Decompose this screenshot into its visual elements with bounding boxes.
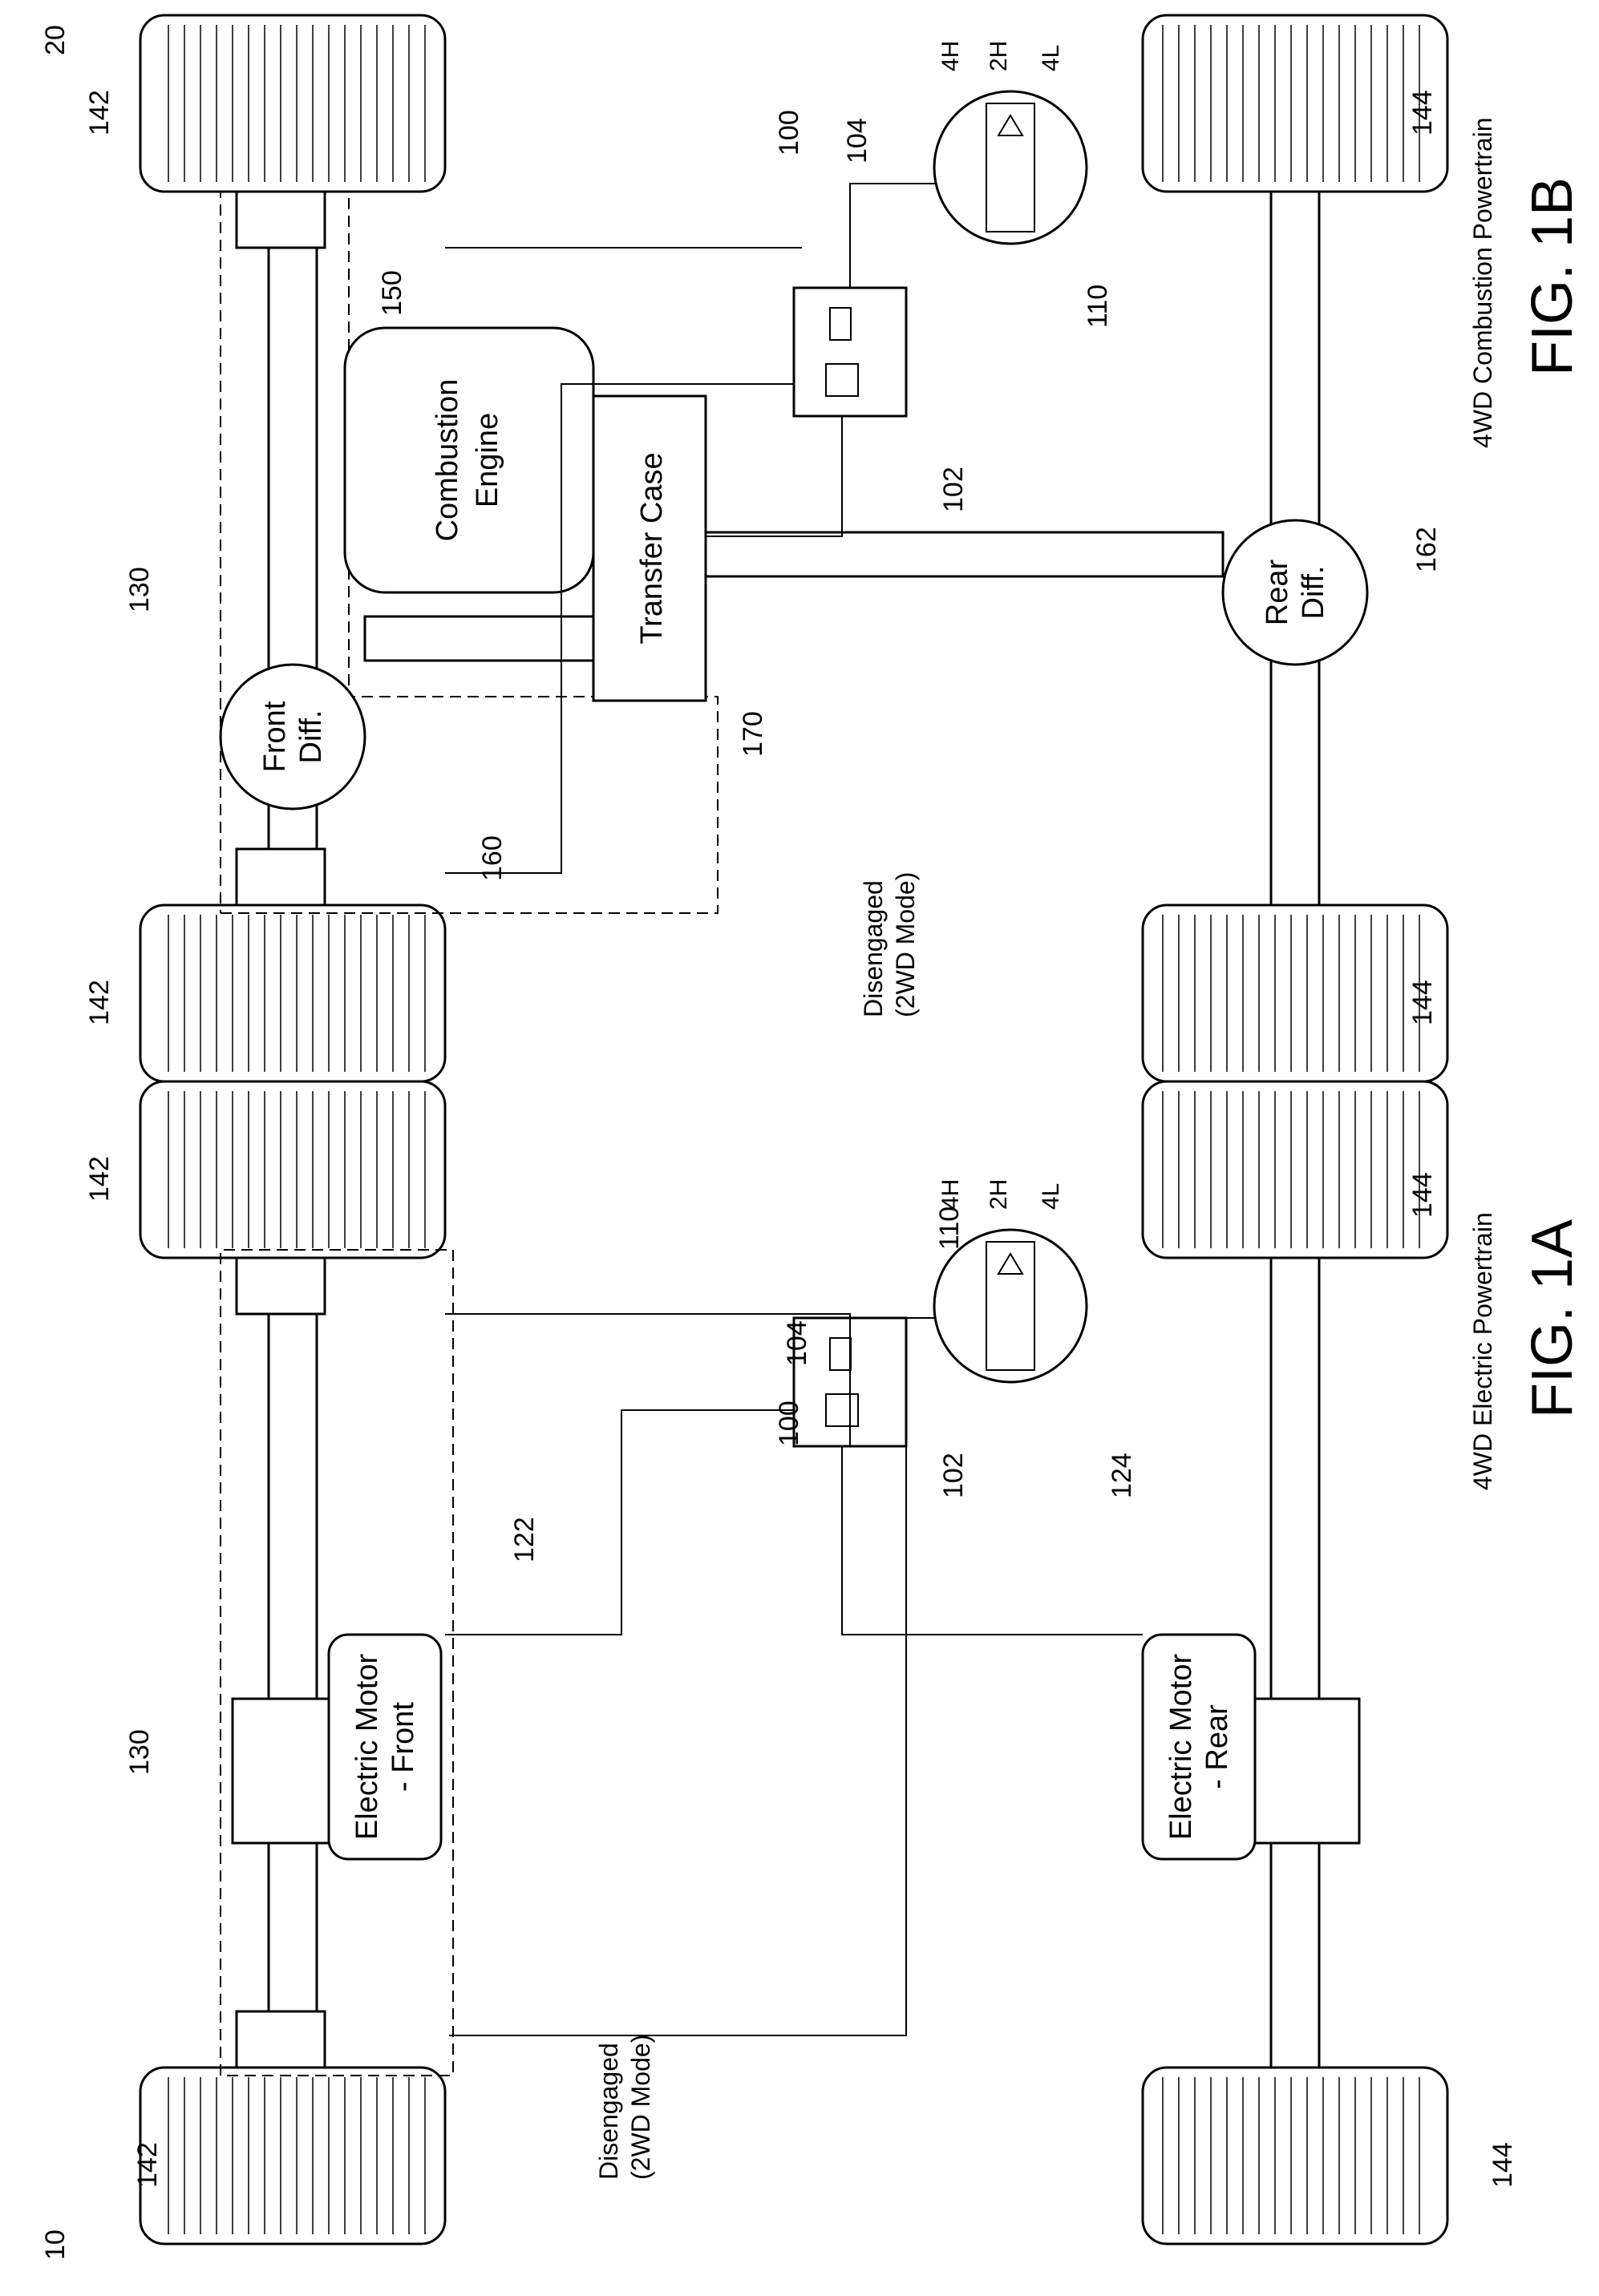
front-differential-1b: Front Diff. (221, 665, 365, 809)
rear-wheel-right-1b (1143, 15, 1447, 192)
ref-processor-1a: 102 (938, 1453, 969, 1498)
disengaged-line1-1a: Disengaged (594, 2043, 623, 2180)
front-motor-line1: Electric Motor (350, 1654, 384, 1841)
ref-system-1b: 20 (40, 25, 71, 55)
caption-1b: 4WD Combustion Powertrain (1468, 117, 1497, 448)
front-wheel-left-1a (140, 2068, 445, 2244)
front-axle-1a (269, 1258, 317, 2068)
disengaged-line1-1b: Disengaged (859, 880, 888, 1017)
rear-axle-1a (1271, 1258, 1319, 2068)
rear-motor-line2: - Rear (1200, 1704, 1234, 1789)
transfer-case-label: Transfer Case (635, 452, 669, 644)
rear-driveshaft-1b (706, 532, 1223, 576)
gear-4h-1b: 4H (937, 41, 964, 71)
gear-2h-1b: 2H (986, 41, 1012, 71)
figure-label-1a: FIG. 1A (1520, 1219, 1585, 1418)
gear-4l-1a: 4L (1038, 1183, 1064, 1210)
ref-engine-1b: 150 (377, 270, 407, 316)
gear-4h-1a: 4H (937, 1179, 964, 1210)
mode-selector-1b[interactable]: 4H 2H 4L (934, 41, 1087, 244)
ref-wheel-142-left-1b: 142 (84, 980, 115, 1025)
rear-motor-housing-1a (1239, 1699, 1359, 1843)
ref-front-diff-1b: 160 (477, 835, 508, 881)
engine-line1: Combustion (431, 379, 464, 542)
fig-1b-combustion-powertrain: Front Diff. Rear Diff. Combustion Engine… (40, 15, 1585, 1081)
ref-rear-diff-1b: 162 (1411, 527, 1442, 572)
ref-memory-1b: 104 (842, 118, 872, 164)
front-motor-line2: - Front (387, 1702, 420, 1792)
combustion-engine-1b: Combustion Engine (345, 328, 593, 592)
ref-transfer-case-1b: 170 (738, 711, 768, 757)
wire-front-motor-1a (445, 1410, 794, 1635)
disconnect-right-1a (237, 1258, 325, 1314)
ref-processor-1b: 102 (938, 467, 969, 512)
front-wheel-right-1a (140, 1081, 445, 1258)
ref-disconnects-1b: 130 (124, 567, 155, 612)
disconnect-left-1a (237, 2011, 325, 2068)
rear-motor-line1: Electric Motor (1164, 1654, 1198, 1841)
gear-2h-1a: 2H (986, 1179, 1012, 1210)
disengaged-line2-1a: (2WD Mode) (626, 2035, 655, 2180)
ref-wheel-144-right-1a: 144 (1407, 1172, 1438, 1218)
figure-label-1b: FIG. 1B (1520, 177, 1585, 376)
front-electric-motor-1a: Electric Motor - Front (329, 1635, 441, 1859)
rear-diff-line1: Rear (1261, 559, 1294, 625)
disconnect-right-1b (237, 192, 325, 248)
front-wheel-right-1b (140, 15, 445, 192)
wire-rear-motor-1a (842, 1446, 1143, 1635)
rear-differential-1b: Rear Diff. (1223, 520, 1367, 665)
disengaged-line2-1b: (2WD Mode) (891, 872, 920, 1017)
ref-wheel-142-right-1b: 142 (84, 90, 115, 135)
ref-memory-1a: 104 (782, 1320, 812, 1366)
ref-system-1a: 10 (40, 2229, 71, 2260)
rear-wheel-left-1a (1143, 2068, 1447, 2244)
ref-wheel-144-left-1a: 144 (1488, 2142, 1518, 2188)
front-diff-line1: Front (258, 701, 292, 772)
ref-controller-1b: 100 (774, 110, 804, 156)
transfer-case-1b: Transfer Case (593, 396, 706, 701)
engine-line2: Engine (471, 413, 504, 507)
ref-controller-1a: 100 (774, 1401, 804, 1446)
rear-electric-motor-1a: Electric Motor - Rear (1143, 1635, 1255, 1859)
gear-4l-1b: 4L (1038, 45, 1064, 71)
ref-wheel-144-left-1b: 144 (1407, 980, 1438, 1025)
ref-selector-1b: 110 (1083, 285, 1113, 328)
ref-wheel-142-left-1a: 142 (132, 2142, 163, 2188)
controller-1b (794, 288, 906, 416)
fig-1a-electric-powertrain: Electric Motor - Front Electric Motor - … (40, 1081, 1585, 2260)
ref-selector-1a: 110 (934, 1207, 965, 1250)
ref-wheel-142-right-1a: 142 (84, 1156, 115, 1202)
rear-wheel-right-1a (1143, 1081, 1447, 1258)
ref-wheel-144-right-1b: 144 (1407, 90, 1438, 135)
front-driveshaft-1b (365, 616, 593, 661)
front-wheel-left-1b (140, 905, 445, 1081)
ref-rear-motor-1a: 124 (1107, 1453, 1137, 1498)
disconnect-left-1b (237, 849, 325, 905)
rear-diff-line2: Diff. (1297, 566, 1330, 620)
front-diff-line2: Diff. (294, 710, 328, 764)
ref-disconnects-1a: 130 (124, 1729, 155, 1775)
wire-transfer-case-1b (706, 416, 842, 536)
rear-wheel-left-1b (1143, 905, 1447, 1081)
ref-front-motor-1a: 122 (509, 1517, 540, 1562)
caption-1a: 4WD Electric Powertrain (1468, 1212, 1497, 1490)
